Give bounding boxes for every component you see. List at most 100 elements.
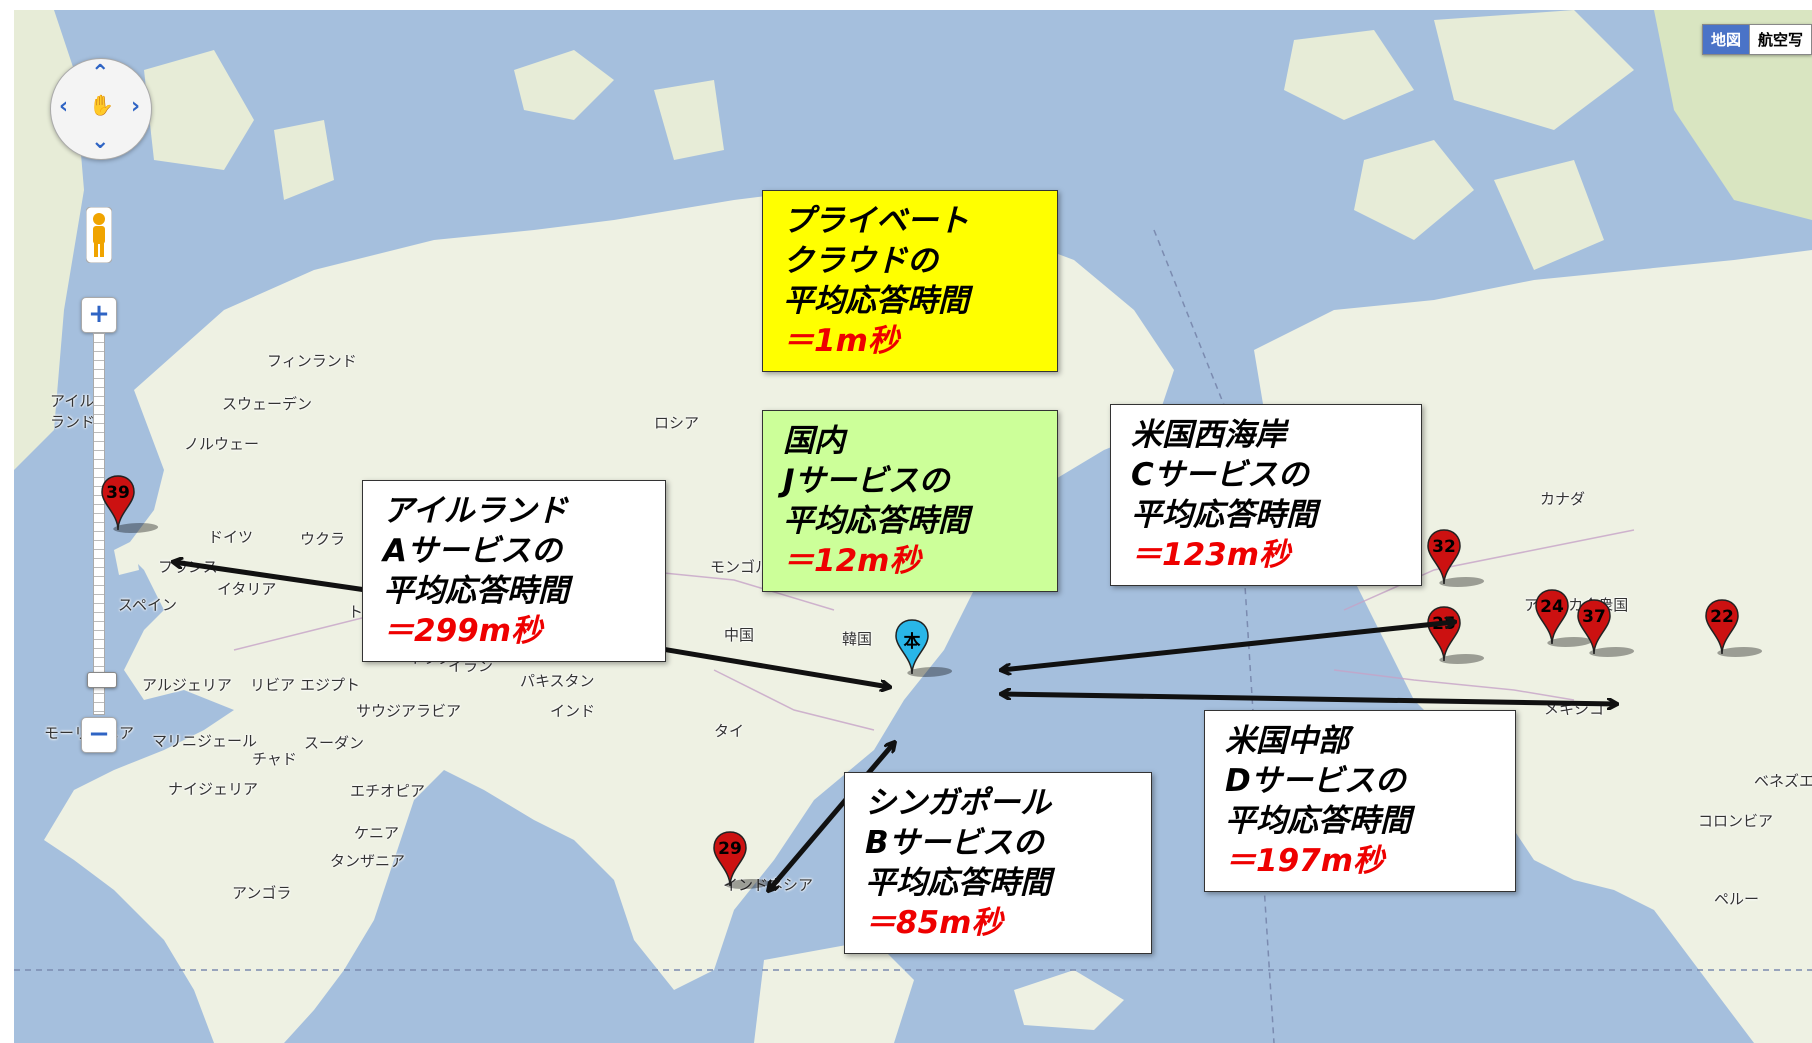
info-box-line: 平均応答時間 [865, 865, 1051, 901]
country-label: ペルー [1714, 890, 1760, 908]
country-label: ドイツ [208, 528, 254, 546]
country-label: コロンビア [1698, 812, 1774, 830]
arrow-japan-from-ireland [625, 640, 889, 687]
country-label: アルジェリア [142, 676, 232, 694]
info-box-line: 平均応答時間 [383, 573, 569, 609]
world-map[interactable]: フィンランドスウェーデンノルウェーアイル ランドロシアドイツウクラフランスイタリ… [14, 10, 1812, 1043]
info-box-line: Jサービスの [783, 463, 950, 499]
info-box-line: 平均応答時間 [783, 503, 969, 539]
street-view-pegman-icon[interactable] [85, 206, 113, 264]
country-label: ウクラ [300, 530, 346, 548]
map-pin-icon [1535, 589, 1593, 647]
zoom-out-button[interactable]: − [81, 717, 117, 753]
zoom-in-button[interactable]: + [81, 297, 117, 333]
marker-label: 22 [1710, 607, 1734, 627]
arrow-singapore [769, 743, 894, 890]
country-label: ナイジェリア [168, 780, 259, 798]
country-label: スーダン [304, 734, 365, 752]
country-label: ロシア [654, 414, 700, 432]
info-box-line: Cサービスの [1131, 457, 1309, 493]
pan-up-icon[interactable]: ⌃ [91, 61, 110, 86]
country-label: ノルウェー [184, 435, 260, 453]
arrow-us-west [1002, 622, 1454, 670]
pan-right-icon[interactable]: › [131, 94, 141, 119]
marker-label: 37 [1582, 607, 1606, 627]
map-pin-icon [1427, 529, 1485, 587]
map-type-satellite-button[interactable]: 航空写 [1748, 25, 1811, 54]
country-label: スウェーデン [222, 395, 313, 413]
map-type-control: 地図 航空写 [1701, 24, 1812, 55]
zoom-slider-track[interactable] [87, 333, 117, 715]
country-label: 中国 [724, 626, 755, 644]
marker-label: 24 [1540, 597, 1564, 617]
hand-icon: ✋ [89, 93, 114, 117]
marker-us-central-b[interactable]: 37 [1577, 598, 1635, 657]
marker-ireland[interactable]: 39 [101, 474, 159, 533]
pan-left-icon[interactable]: ‹ [59, 94, 69, 119]
map-pin-icon [895, 619, 953, 677]
zoom-control: + − [81, 297, 117, 753]
map-type-map-button[interactable]: 地図 [1702, 25, 1749, 54]
zoom-slider-thumb[interactable] [87, 672, 117, 688]
pan-down-icon[interactable]: ⌄ [91, 129, 110, 154]
country-label: サウジアラビア [356, 702, 462, 720]
map-pin-icon [713, 831, 771, 889]
marker-singapore[interactable]: 29 [713, 830, 771, 889]
info-box-singapore-b: シンガポール Bサービスの平均応答時間 ＝85m秒 [844, 772, 1152, 954]
info-box-line: Aサービスの [383, 533, 562, 569]
country-label: イタリア [217, 580, 277, 598]
country-label: アイル ランド [50, 392, 96, 431]
country-label: カナダ [1540, 490, 1586, 508]
country-label: アンゴラ [232, 884, 292, 902]
marker-label: 32 [1432, 537, 1456, 557]
info-box-line: プライベート [783, 203, 969, 239]
info-box-value: ＝1m秒 [783, 323, 899, 359]
country-label: インド [550, 702, 596, 720]
map-pin-icon [1705, 599, 1763, 657]
info-box-domestic-j: 国内 Jサービスの平均応答時間 ＝12m秒 [762, 410, 1058, 592]
country-label: フィンランド [267, 352, 357, 370]
info-box-ireland-a: アイルランド Aサービスの平均応答時間 ＝299m秒 [362, 480, 666, 662]
marker-label: 39 [106, 483, 130, 503]
country-label: スペイン [118, 596, 177, 614]
info-box-line: シンガポール [865, 785, 1051, 821]
country-label: モンゴル [710, 558, 771, 576]
info-box-value: ＝85m秒 [865, 905, 1003, 941]
info-box-line: Bサービスの [865, 825, 1044, 861]
country-label: ケニア [354, 824, 400, 842]
marker-us-west[interactable]: 32 [1427, 528, 1485, 587]
country-label: マリ [152, 732, 183, 750]
info-box-us-west-c: 米国西海岸 Cサービスの平均応答時間 ＝123m秒 [1110, 404, 1422, 586]
country-label: エチオピア [350, 782, 426, 800]
country-label: 韓国 [842, 630, 873, 648]
info-box-value: ＝197m秒 [1225, 843, 1385, 879]
country-label: ニジェール [182, 732, 258, 750]
info-box-line: Dサービスの [1225, 763, 1406, 799]
info-box-value: ＝299m秒 [383, 613, 543, 649]
info-box-line: 平均応答時間 [783, 283, 969, 319]
arrow-us-central [1002, 694, 1616, 704]
info-box-line: 平均応答時間 [1131, 497, 1317, 533]
info-box-value: ＝12m秒 [783, 543, 921, 579]
country-label: リビア [250, 676, 296, 694]
country-label: エジプト [300, 676, 361, 694]
marker-label: 29 [718, 839, 742, 859]
arrow-ireland [174, 562, 367, 593]
map-pin-icon [101, 475, 159, 533]
pan-control: ⌃ ‹ › ⌄ ✋ [50, 58, 152, 160]
country-label: ベネズエ [1754, 772, 1812, 790]
marker-us-east[interactable]: 22 [1705, 598, 1763, 657]
marker-japan-hq[interactable]: 本 [895, 618, 953, 677]
latency-arrows [14, 10, 1812, 1043]
info-box-line: 米国中部 [1225, 723, 1349, 759]
country-label: タンザニア [330, 852, 406, 870]
country-label: チャド [252, 750, 297, 768]
info-box-line: アイルランド [383, 493, 568, 529]
info-box-value: ＝123m秒 [1131, 537, 1291, 573]
info-box-line: 国内 [783, 423, 845, 459]
marker-us-central-a[interactable]: 24 [1535, 588, 1593, 647]
marker-label: 本 [903, 632, 921, 652]
info-box-line: 米国西海岸 [1131, 417, 1286, 453]
info-box-line: クラウドの [783, 243, 938, 279]
